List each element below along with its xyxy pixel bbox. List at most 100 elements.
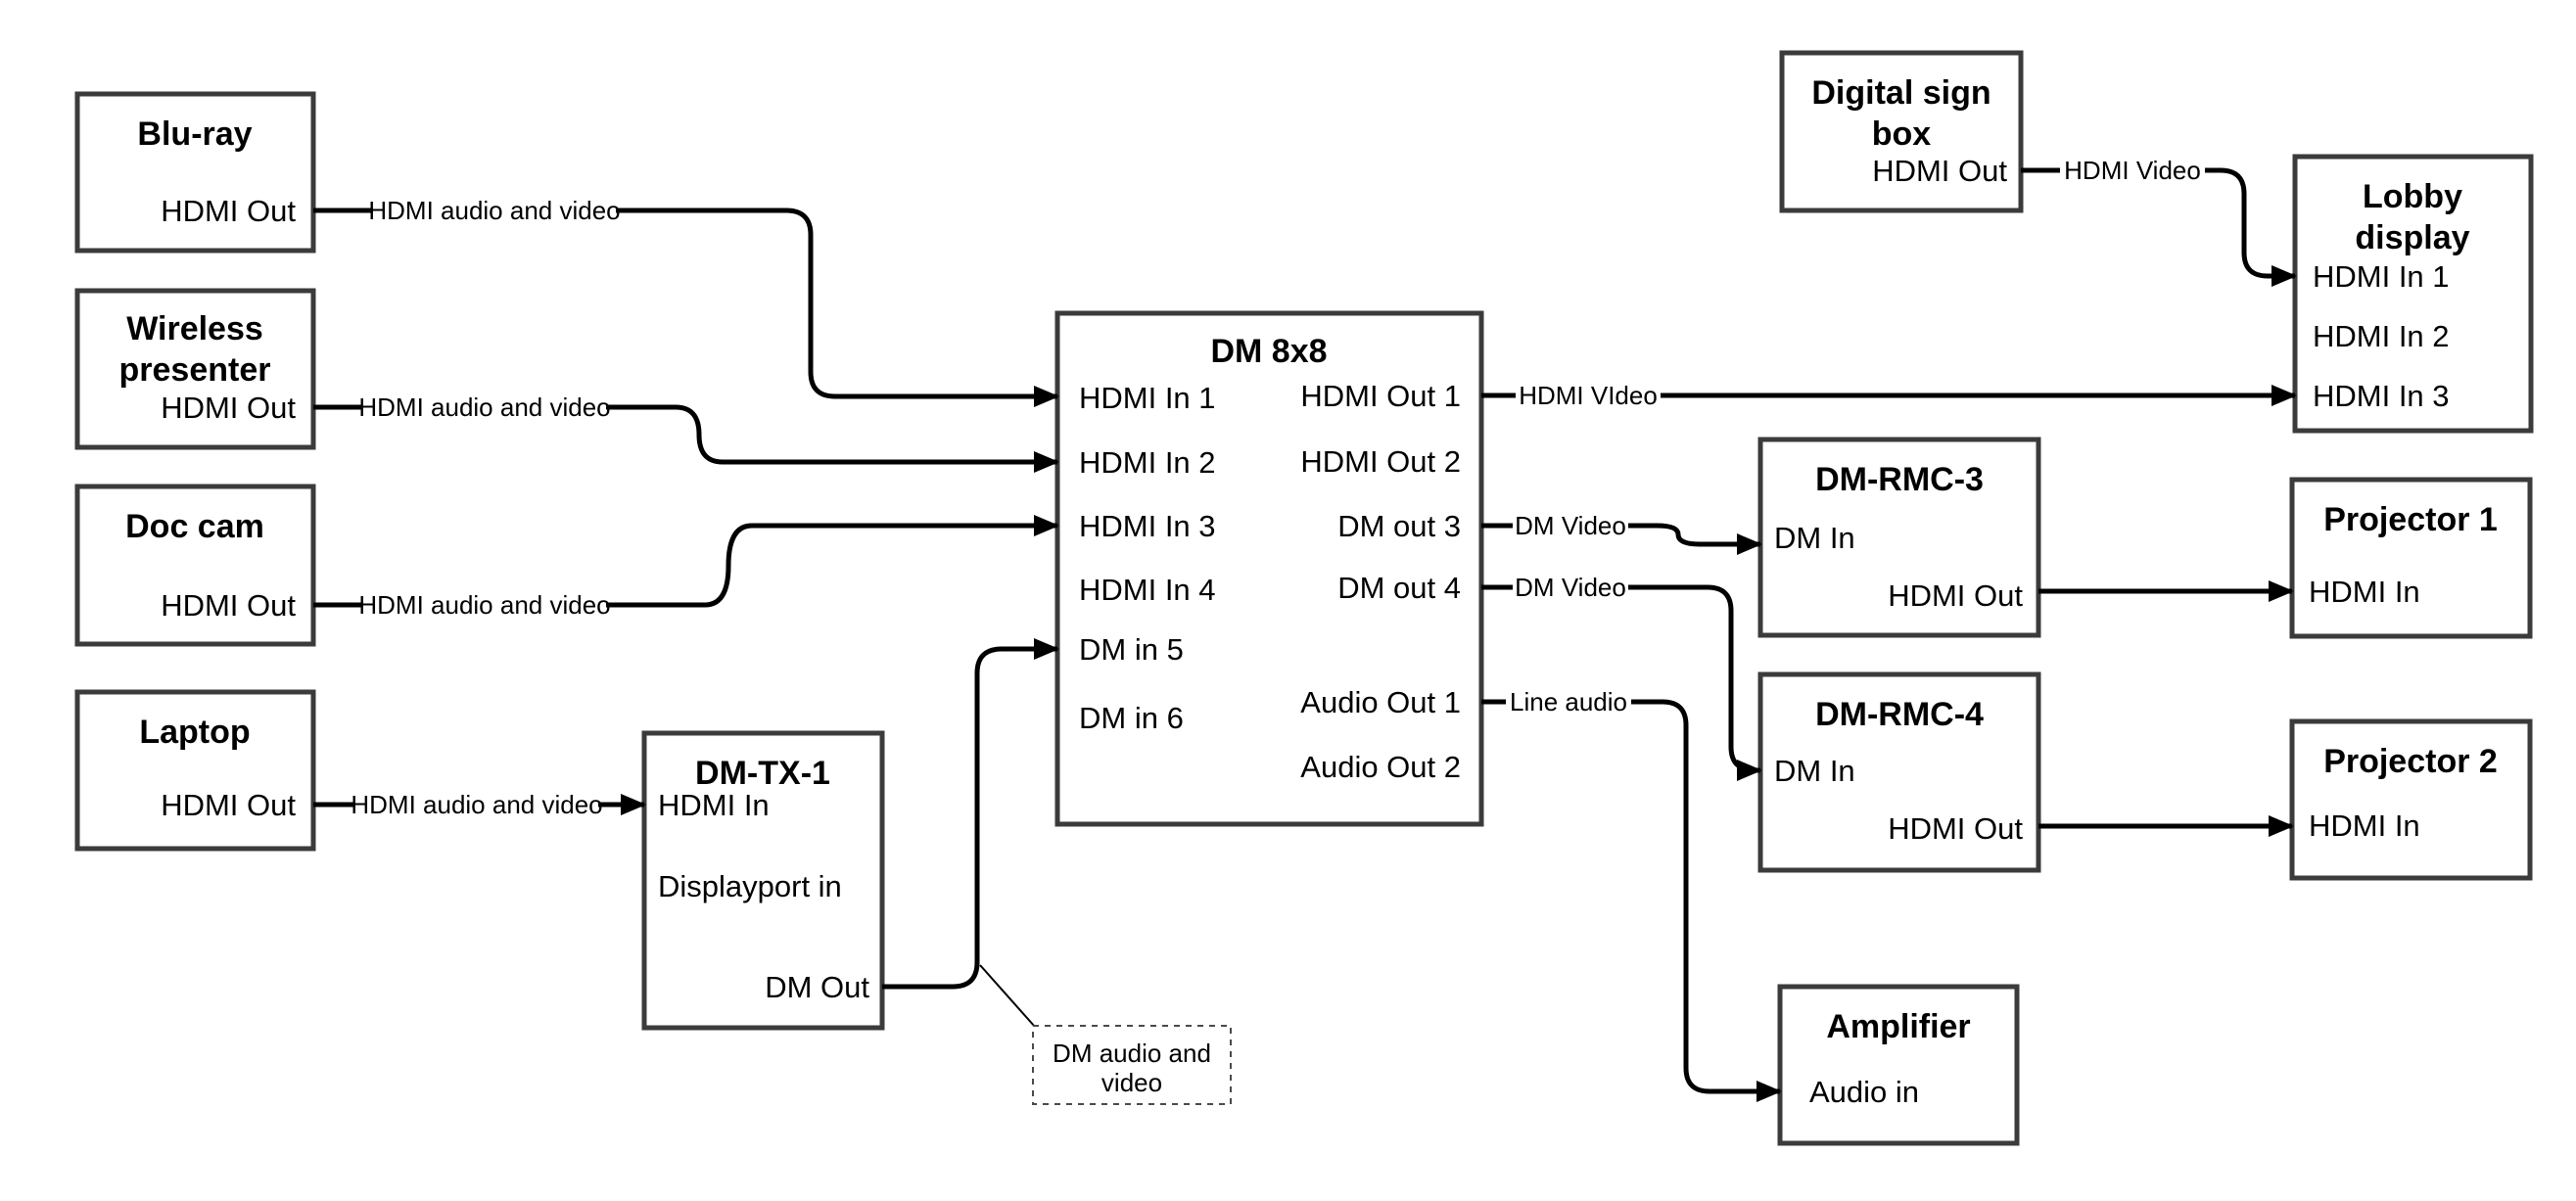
edge-label-bluray-text: HDMI audio and video xyxy=(368,196,620,225)
edge-label-wireless-bg xyxy=(363,390,606,425)
node-dm-rmc-3-title: DM-RMC-3 xyxy=(1815,461,1984,498)
node-digital-sign-box-box xyxy=(1779,50,2024,213)
node-doc-cam-box xyxy=(74,484,316,647)
node-laptop-port-hdmi-out: HDMI Out xyxy=(161,788,296,822)
node-dm-8x8-port-dm-out-3: DM out 3 xyxy=(1337,509,1461,543)
node-lobby-display-port-hdmi-in-1: HDMI In 1 xyxy=(2313,259,2450,294)
node-projector-1: Projector 1 HDMI In xyxy=(2289,477,2533,639)
node-dm-8x8-port-audio-out-1: Audio Out 1 xyxy=(1300,685,1461,719)
edge-dmtx1-dm-out-to-dm8x8-dm-in-5 xyxy=(882,638,1059,990)
node-dm-rmc-4-title: DM-RMC-4 xyxy=(1815,696,1984,733)
node-dm-rmc-4: DM-RMC-4 DM In HDMI Out xyxy=(1757,671,2041,873)
edge-bluray-to-dm8x8-hdmi-in-1 xyxy=(313,208,1059,407)
edge-label-hdmi-vIdeo: HDMI VIdeo xyxy=(1516,378,1661,413)
node-dm-8x8-port-hdmi-in-1: HDMI In 1 xyxy=(1079,381,1216,415)
edge-label-bluray: HDMI audio and video xyxy=(368,193,621,228)
node-dm-tx-1-port-displayport-in: Displayport in xyxy=(658,869,842,903)
node-dm-8x8-box xyxy=(1054,310,1484,827)
node-amplifier-port-audio-in: Audio in xyxy=(1809,1075,1919,1109)
node-dm-8x8-port-hdmi-in-3: HDMI In 3 xyxy=(1079,509,1216,543)
node-projector-2-box xyxy=(2289,718,2533,881)
node-bluray-port-hdmi-out: HDMI Out xyxy=(161,194,296,228)
edge-label-dm-video-3: DM Video xyxy=(1513,508,1628,543)
node-digital-sign-box-title-line1: Digital sign xyxy=(1811,74,1991,112)
edge-label-bluray-bg xyxy=(373,193,616,228)
callout-pointer-line xyxy=(979,964,1036,1028)
edge-label-hdmi-vIdeo-bg xyxy=(1516,378,1661,413)
edge-label-doccam: HDMI audio and video xyxy=(358,587,611,623)
node-amplifier-box xyxy=(1777,984,2020,1146)
callout-text-line2: video xyxy=(1101,1068,1162,1097)
node-dm-8x8: DM 8x8 HDMI In 1 HDMI In 2 HDMI In 3 HDM… xyxy=(1054,310,1484,827)
node-dm-8x8-title: DM 8x8 xyxy=(1210,333,1327,370)
node-lobby-display-title-line2: display xyxy=(2355,219,2469,256)
callout-dotted-box xyxy=(1032,1025,1232,1105)
node-bluray-box xyxy=(74,91,316,254)
node-dm-8x8-port-audio-out-2: Audio Out 2 xyxy=(1300,750,1461,784)
node-wireless-presenter-title-line2: presenter xyxy=(119,351,271,389)
node-dm-rmc-4-box xyxy=(1757,671,2041,873)
node-lobby-display-box xyxy=(2292,154,2534,434)
edge-label-dm-video-3-text: DM Video xyxy=(1515,511,1626,540)
edge-label-hdmi-video-bg xyxy=(2060,153,2205,188)
node-bluray-title: Blu-ray xyxy=(137,115,252,153)
node-lobby-display: Lobby display HDMI In 1 HDMI In 2 HDMI I… xyxy=(2292,154,2534,434)
node-doc-cam-title: Doc cam xyxy=(125,508,264,545)
edge-dm8x8-dm-out-4-to-rmc4-dm-in xyxy=(1481,584,1762,781)
node-dm-8x8-port-hdmi-in-4: HDMI In 4 xyxy=(1079,573,1216,607)
node-dm-8x8-port-dm-in-5: DM in 5 xyxy=(1079,632,1184,667)
edge-label-line-audio-text: Line audio xyxy=(1510,687,1627,716)
node-digital-sign-box-title-line2: box xyxy=(1872,115,1932,153)
node-dm-tx-1-title: DM-TX-1 xyxy=(695,755,830,792)
node-dm-8x8-port-hdmi-in-2: HDMI In 2 xyxy=(1079,445,1216,480)
node-digital-sign-box-port-hdmi-out: HDMI Out xyxy=(1872,154,2007,188)
edge-label-laptop-bg xyxy=(355,787,598,822)
edge-dm8x8-audio-out-1-to-amplifier xyxy=(1481,699,1782,1102)
node-digital-sign-box: Digital sign box HDMI Out xyxy=(1779,50,2024,213)
edge-label-laptop-text: HDMI audio and video xyxy=(351,790,602,819)
node-dm-tx-1-box xyxy=(641,730,885,1031)
node-wireless-presenter-box xyxy=(74,288,316,450)
node-lobby-display-title-line1: Lobby xyxy=(2363,178,2462,215)
edge-label-line-audio-bg xyxy=(1506,684,1631,719)
node-bluray: Blu-ray HDMI Out xyxy=(74,91,316,254)
edge-doccam-to-dm8x8-hdmi-in-3 xyxy=(313,515,1059,608)
edge-label-wireless: HDMI audio and video xyxy=(358,390,611,425)
edge-dm8x8-dm-out-3-to-rmc3-dm-in xyxy=(1481,523,1762,555)
node-projector-1-box xyxy=(2289,477,2533,639)
node-dm-rmc-3: DM-RMC-3 DM In HDMI Out xyxy=(1757,437,2041,638)
node-projector-2-port-hdmi-in: HDMI In xyxy=(2309,808,2420,843)
edge-label-doccam-bg xyxy=(363,587,606,623)
edge-label-hdmi-video-text: HDMI Video xyxy=(2064,156,2201,185)
node-dm-rmc-4-port-dm-in: DM In xyxy=(1774,754,1855,788)
node-amplifier: Amplifier Audio in xyxy=(1777,984,2020,1146)
edge-label-doccam-text: HDMI audio and video xyxy=(358,590,610,620)
edge-label-dm-video-4-bg xyxy=(1513,570,1628,605)
node-wireless-presenter: Wireless presenter HDMI Out xyxy=(74,288,316,450)
node-doc-cam-port-hdmi-out: HDMI Out xyxy=(161,588,296,623)
node-lobby-display-port-hdmi-in-3: HDMI In 3 xyxy=(2313,379,2450,413)
node-dm-rmc-4-port-hdmi-out: HDMI Out xyxy=(1888,811,2023,846)
node-dm-8x8-port-dm-out-4: DM out 4 xyxy=(1337,571,1461,605)
callout-text-line1: DM audio and xyxy=(1053,1039,1211,1068)
edge-label-wireless-text: HDMI audio and video xyxy=(358,393,610,422)
node-dm-rmc-3-port-dm-in: DM In xyxy=(1774,521,1855,555)
edge-wireless-to-dm8x8-hdmi-in-2 xyxy=(313,404,1059,473)
node-projector-2: Projector 2 HDMI In xyxy=(2289,718,2533,881)
node-dm-tx-1-port-dm-out: DM Out xyxy=(765,970,869,1004)
edge-digital-sign-to-lobby-hdmi-in-1 xyxy=(2021,167,2297,287)
node-laptop: Laptop HDMI Out xyxy=(74,689,316,852)
node-projector-1-port-hdmi-in: HDMI In xyxy=(2309,575,2420,609)
node-dm-8x8-port-hdmi-out-2: HDMI Out 2 xyxy=(1300,444,1461,479)
node-doc-cam: Doc cam HDMI Out xyxy=(74,484,316,647)
edge-label-hdmi-vIdeo-text: HDMI VIdeo xyxy=(1519,381,1658,410)
node-projector-1-title: Projector 1 xyxy=(2323,501,2498,538)
node-wireless-presenter-title-line1: Wireless xyxy=(126,310,263,347)
node-dm-rmc-3-port-hdmi-out: HDMI Out xyxy=(1888,578,2023,613)
node-amplifier-title: Amplifier xyxy=(1826,1008,1970,1045)
node-lobby-display-port-hdmi-in-2: HDMI In 2 xyxy=(2313,319,2450,353)
node-laptop-box xyxy=(74,689,316,852)
callout-dm-audio-and-video: DM audio and video xyxy=(979,964,1232,1105)
